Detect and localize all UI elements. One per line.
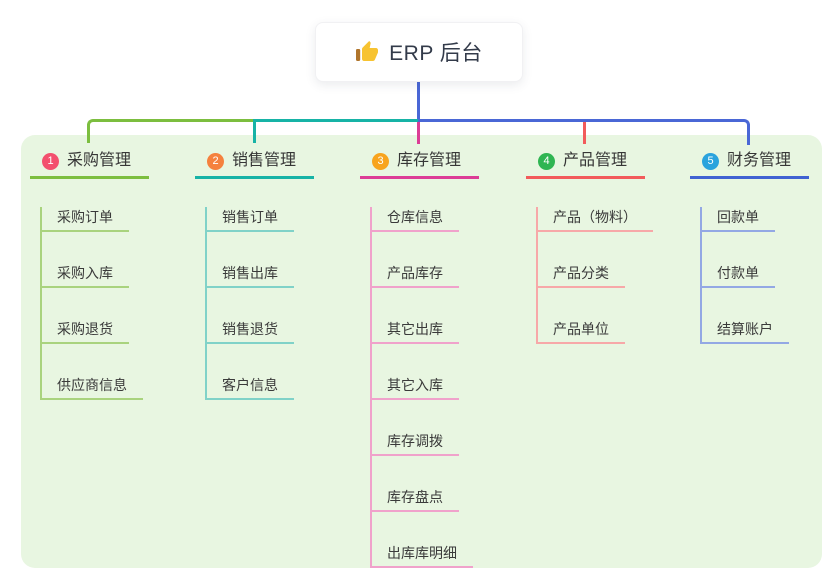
root-node: ERP 后台 [315, 22, 523, 82]
branch-header: 4 产品管理 [526, 147, 646, 179]
branch-label: 库存管理 [397, 152, 462, 169]
branch-number-badge: 5 [702, 152, 719, 170]
branch-header: 3 库存管理 [360, 147, 480, 179]
branch-node: 1 采购管理 采购订单采购入库采购退货供应商信息 [30, 147, 150, 400]
branch-children: 产品（物料） 产品分类产品单位 [536, 207, 653, 344]
child-item: 采购订单 [42, 207, 129, 232]
branch-children: 仓库信息产品库存其它出库其它入库库存调拨库存盘点出库库明细 [370, 207, 473, 568]
child-item: 客户信息 [207, 375, 294, 400]
branch-children: 销售订单销售出库销售退货客户信息 [205, 207, 294, 400]
child-item: 产品库存 [372, 263, 459, 288]
branch-header: 5 财务管理 [690, 147, 810, 179]
child-item: 供应商信息 [42, 375, 143, 400]
child-item: 销售出库 [207, 263, 294, 288]
child-item: 回款单 [702, 207, 775, 232]
child-item: 其它出库 [372, 319, 459, 344]
branch-label: 销售管理 [232, 152, 297, 169]
child-item: 仓库信息 [372, 207, 459, 232]
branch-number-badge: 1 [42, 152, 59, 170]
branch-node: 3 库存管理 仓库信息产品库存其它出库其它入库库存调拨库存盘点出库库明细 [360, 147, 480, 568]
branch-node: 2 销售管理 销售订单销售出库销售退货客户信息 [195, 147, 315, 400]
branch-number-badge: 2 [207, 152, 224, 170]
branch-header: 2 销售管理 [195, 147, 315, 179]
child-item: 出库库明细 [372, 543, 473, 568]
connector-branch1 [87, 119, 253, 143]
child-item: 采购退货 [42, 319, 129, 344]
connector-branch2 [253, 119, 418, 143]
branch-label: 采购管理 [67, 152, 132, 169]
child-item: 结算账户 [702, 319, 789, 344]
child-item: 产品（物料） [538, 207, 653, 232]
branch-header: 1 采购管理 [30, 147, 150, 179]
branches-panel [21, 135, 822, 568]
child-item: 销售订单 [207, 207, 294, 232]
branch-label: 财务管理 [727, 152, 792, 169]
connector-root-vertical [417, 82, 420, 122]
child-item: 产品单位 [538, 319, 625, 344]
branch-children: 回款单付款单结算账户 [700, 207, 789, 344]
branch-children: 采购订单采购入库采购退货供应商信息 [40, 207, 143, 400]
connector-branch5 [418, 119, 750, 145]
child-item: 库存盘点 [372, 487, 459, 512]
branch-node: 4 产品管理 产品（物料） 产品分类产品单位 [526, 147, 653, 344]
branch-number-badge: 3 [372, 152, 389, 170]
child-item: 采购入库 [42, 263, 129, 288]
connector-branch3-drop [417, 122, 420, 144]
branch-node: 5 财务管理 回款单付款单结算账户 [690, 147, 810, 344]
branch-number-badge: 4 [538, 152, 555, 170]
root-label: ERP 后台 [389, 42, 483, 65]
branch-label: 产品管理 [563, 152, 628, 169]
connector-branch4-drop [583, 122, 586, 144]
child-item: 销售退货 [207, 319, 294, 344]
child-item: 付款单 [702, 263, 775, 288]
child-item: 其它入库 [372, 375, 459, 400]
child-item: 库存调拨 [372, 431, 459, 456]
child-item: 产品分类 [538, 263, 625, 288]
thumbs-up-icon [356, 41, 379, 61]
